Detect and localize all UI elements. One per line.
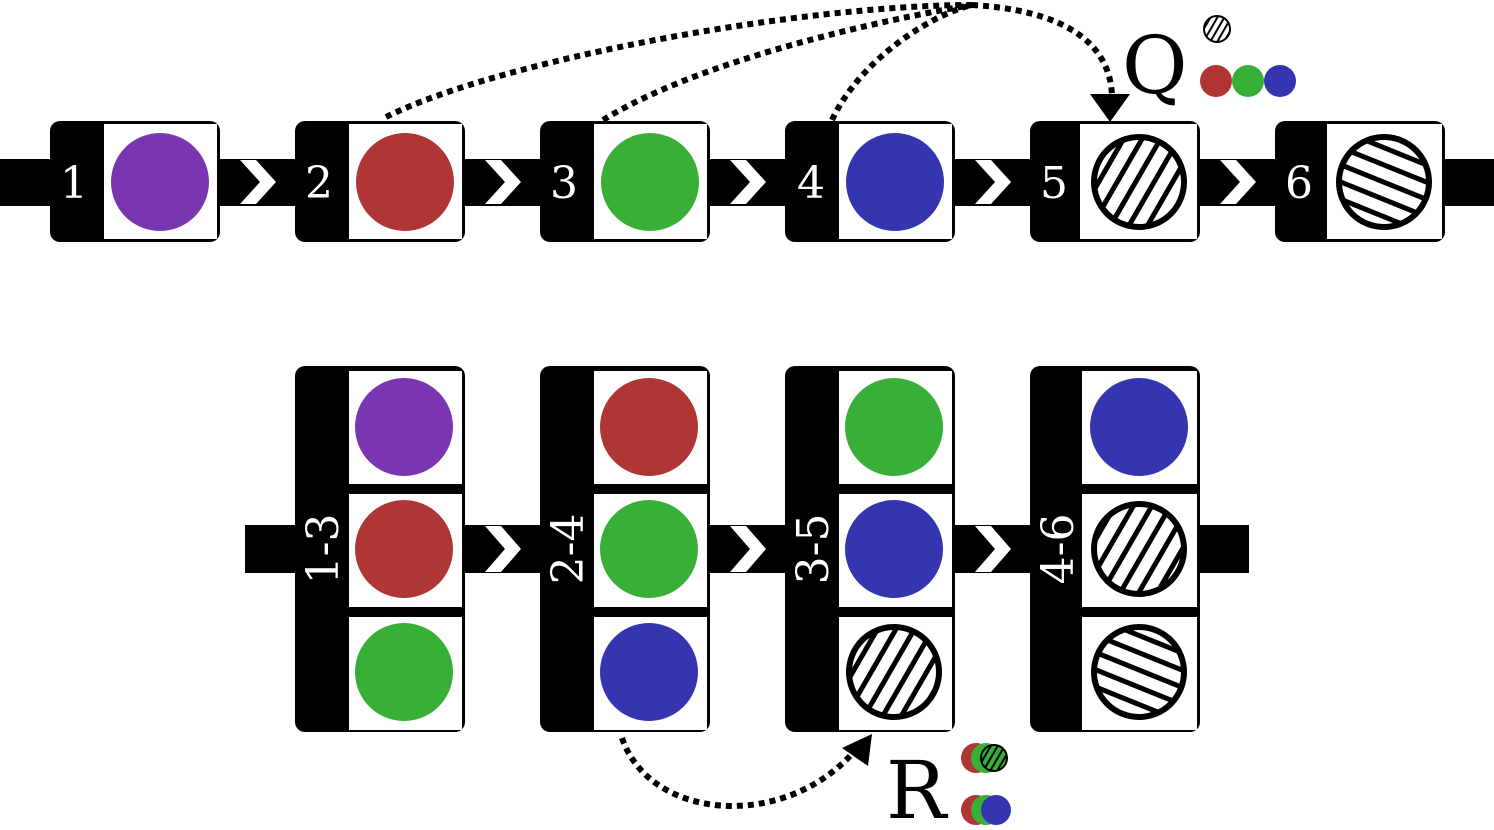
dotted-curve: [829, 2, 973, 122]
blue-dot: [1264, 65, 1296, 97]
chevron-icon: [485, 526, 521, 572]
bottom-row: 1-3 2-4 3-5: [245, 366, 1249, 830]
query-label-r: R: [886, 744, 949, 830]
chevron-icon: [730, 160, 766, 204]
purple-circle: [111, 133, 209, 231]
green-circle: [355, 623, 453, 721]
blue-dot: [981, 795, 1011, 825]
blue-circle: [600, 623, 698, 721]
horizontal-hatch-circle: [1336, 134, 1432, 230]
q-legend: [1200, 15, 1296, 97]
cell-label: 3: [550, 158, 578, 209]
cell-label: 5: [1040, 158, 1068, 209]
group-label: 3-5: [788, 514, 839, 585]
cell-label: 4: [797, 158, 825, 209]
green-circle: [601, 133, 699, 231]
top-cell-6: 6: [1275, 121, 1445, 242]
top-cell-3: 3: [540, 121, 710, 242]
bottom-group-4-6: 4-6: [1030, 366, 1200, 732]
blue-circle: [1090, 378, 1188, 476]
cell-label: 2: [305, 158, 333, 209]
dotted-curve: [601, 2, 973, 123]
green-circle: [845, 378, 943, 476]
diagonal-hatch-circle: [846, 624, 942, 720]
diagonal-hatch-dot: [980, 744, 1008, 772]
bottom-group-3-5: 3-5: [785, 366, 955, 732]
chevron-icon: [975, 160, 1011, 204]
red-circle: [355, 500, 453, 598]
group-label: 1-3: [298, 514, 349, 585]
chevron-icon: [1220, 160, 1256, 204]
bottom-group-1-3: 1-3: [295, 366, 465, 732]
diagonal-hatch-circle: [1091, 134, 1187, 230]
blue-circle: [845, 500, 943, 598]
top-cell-4: 4: [785, 121, 955, 242]
red-circle: [600, 378, 698, 476]
top-query-curves: [384, 2, 1115, 123]
query-label-q: Q: [1122, 19, 1188, 112]
blue-circle: [846, 133, 944, 231]
green-dot: [1232, 65, 1264, 97]
diagonal-hatch-circle: [1091, 501, 1187, 597]
green-circle: [600, 500, 698, 598]
top-cell-5: 5: [1030, 121, 1200, 242]
chevron-icon: [730, 526, 766, 572]
top-chevrons: [240, 160, 1256, 204]
chevron-icon: [485, 160, 521, 204]
arrowhead-icon: [1090, 94, 1130, 122]
r-legend: [961, 743, 1011, 825]
red-circle: [356, 133, 454, 231]
bottom-chevrons: [485, 526, 1011, 572]
purple-circle: [355, 378, 453, 476]
red-dot: [1200, 65, 1232, 97]
cell-label: 6: [1285, 158, 1313, 209]
top-row: 1 2 3 4 5: [0, 2, 1494, 242]
top-cell-2: 2: [295, 121, 465, 242]
chevron-icon: [975, 526, 1011, 572]
cell-label: 1: [60, 158, 88, 209]
group-label: 2-4: [543, 514, 594, 585]
diagonal-hatch-dot: [1203, 15, 1231, 43]
group-label: 4-6: [1033, 514, 1084, 585]
horizontal-hatch-circle: [1091, 624, 1187, 720]
dotted-curve: [384, 2, 973, 120]
top-cell-1: 1: [50, 121, 220, 242]
bottom-group-2-4: 2-4: [540, 366, 710, 732]
dotted-curve-arrow: [619, 737, 853, 809]
dotted-curve-arrow: [971, 2, 1115, 97]
chevron-icon: [240, 160, 276, 204]
arrowhead-icon: [842, 734, 872, 766]
